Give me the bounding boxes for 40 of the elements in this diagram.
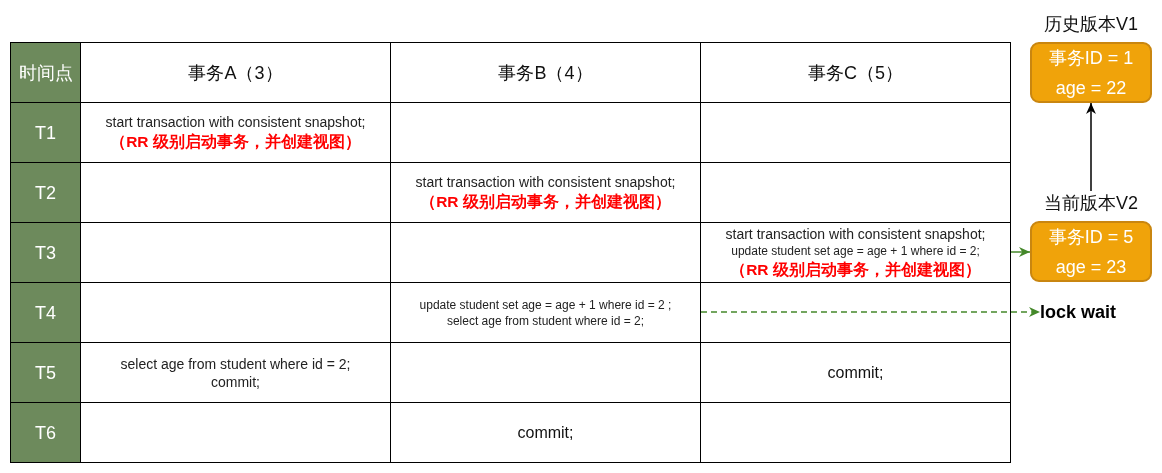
note-text: （RR 级别启动事务，并创建视图） [730, 259, 981, 280]
time-cell [10, 342, 81, 403]
version-text: age = 23 [1055, 255, 1127, 279]
sql-statement: update student set age = age + 1 where id = 2 ; [419, 296, 672, 313]
sql-statement: commit; [827, 362, 884, 383]
sql-statement: start transaction with consistent snapshot; [415, 172, 676, 191]
sql-statement: commit; [517, 422, 574, 443]
arrow [1086, 102, 1096, 192]
time-label: T6 [35, 421, 56, 445]
dashed-arrow [700, 307, 1041, 317]
sql-statement: select age from student where id = 2; [446, 312, 645, 329]
sql-statement: update student set age = age + 1 where id = 2; [731, 242, 980, 259]
sql-statement: start transaction with consistent snapshot; [105, 112, 366, 131]
column-header: 事务A（3） [188, 61, 283, 85]
version-text: 事务ID = 5 [1048, 225, 1134, 249]
time-cell [10, 162, 81, 223]
time-label: T1 [35, 121, 56, 145]
column-header: 事务B（4） [498, 61, 593, 85]
time-cell [10, 222, 81, 283]
sql-statement: commit; [211, 372, 260, 391]
time-label: T4 [35, 301, 56, 325]
version-text: age = 22 [1055, 76, 1127, 100]
time-label: 时间点 [18, 61, 73, 85]
time-label: T3 [35, 241, 56, 265]
version-text: 事务ID = 1 [1048, 46, 1134, 70]
arrow [1010, 247, 1031, 257]
status-text: lock wait [1040, 300, 1117, 324]
column-header: 事务C（5） [808, 61, 903, 85]
note-text: （RR 级别启动事务，并创建视图） [110, 131, 361, 152]
version-title: 历史版本V1 [1044, 13, 1138, 36]
time-label: T5 [35, 361, 56, 385]
note-text: （RR 级别启动事务，并创建视图） [420, 191, 671, 212]
sql-statement: start transaction with consistent snapshot; [725, 224, 986, 243]
time-cell [10, 42, 81, 103]
time-cell [10, 102, 81, 163]
sql-statement: select age from student where id = 2; [120, 354, 351, 373]
time-cell [10, 282, 81, 343]
time-label: T2 [35, 181, 56, 205]
version-title: 当前版本V2 [1044, 192, 1138, 215]
time-cell [10, 402, 81, 463]
